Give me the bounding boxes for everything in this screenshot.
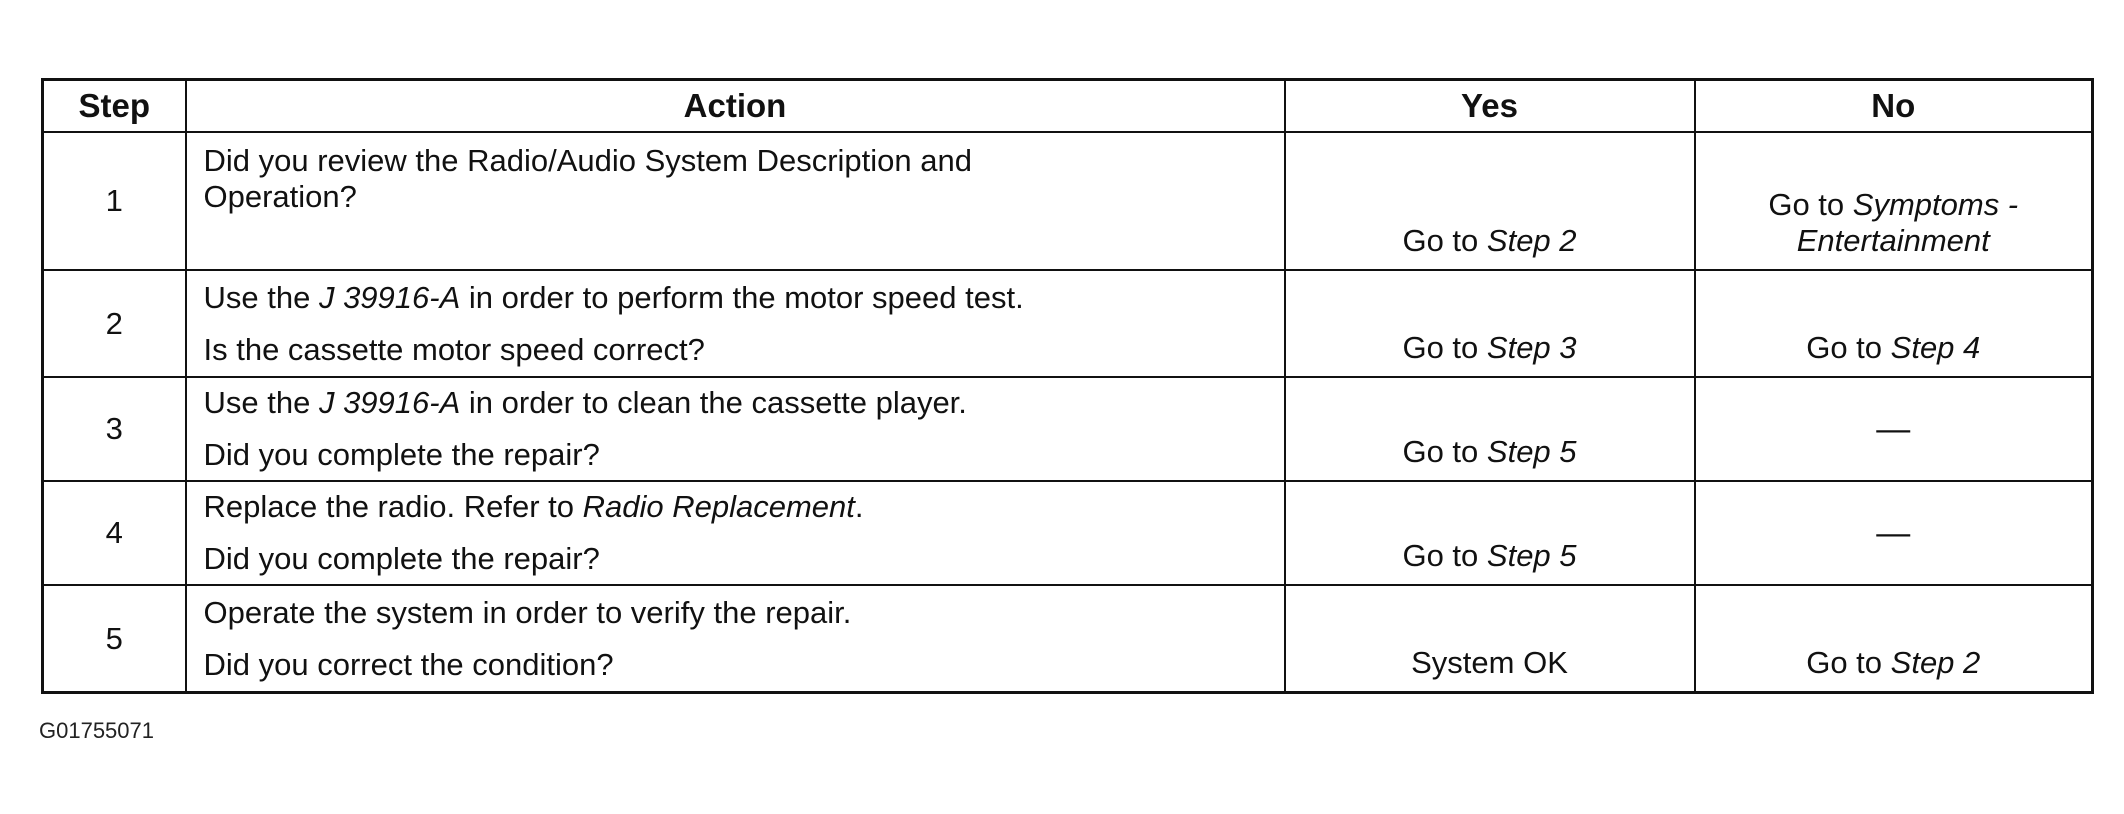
italic-reference: Entertainment [1796, 223, 1990, 259]
yes-result: System OK [1283, 584, 1696, 694]
text-run: Did you review the Radio/Audio System De… [203, 143, 973, 178]
header-no: No [1693, 78, 2094, 133]
text-run: Go to [1806, 645, 1891, 680]
text-run: Did you correct the condition? [203, 646, 614, 682]
text-run: Go to [1402, 223, 1487, 259]
no-result: — [1693, 376, 2094, 483]
no-line: Go to Symptoms - [1696, 187, 2092, 223]
text-run: Go to [1402, 434, 1487, 470]
text-run: Did you complete the repair? [203, 437, 600, 473]
table-row: 5 Operate the system in order to verify t… [41, 584, 2094, 694]
step-number: 5 [41, 584, 187, 694]
step-number: 3 [41, 376, 187, 483]
no-line: Go to Step 2 [1696, 645, 2092, 681]
no-line: Go to Step 4 [1696, 330, 2092, 366]
no-result: Go to Step 2 [1693, 584, 2094, 694]
action-cell: Replace the radio. Refer to Radio Replac… [184, 480, 1286, 587]
em-dash: — [1876, 513, 1911, 552]
text-run: Did you complete the repair? [203, 541, 600, 577]
header-row: Step Action Yes No [41, 78, 2094, 133]
italic-reference: Step 2 [1486, 223, 1577, 259]
text-run: System OK [1411, 645, 1568, 680]
action-line: Did you review the Radio/Audio System De… [204, 143, 1274, 179]
text-run: in order to clean the cassette player. [460, 385, 967, 421]
step-number: 1 [41, 130, 187, 272]
table-row: 1 Did you review the Radio/Audio System D… [41, 130, 2094, 272]
action-line: Did you correct the condition? [204, 647, 1274, 683]
header-action: Action [184, 78, 1286, 133]
yes-result: Go to Step 2 [1283, 130, 1696, 272]
figure-id: G01755071 [39, 718, 154, 743]
text-run: in order to perform the motor speed test… [460, 279, 1024, 315]
action-cell: Use the J 39916-A in order to clean the … [184, 376, 1286, 483]
action-cell: Operate the system in order to verify th… [184, 584, 1286, 694]
yes-result: Go to Step 3 [1283, 269, 1696, 379]
action-line: Did you complete the repair? [204, 541, 1274, 577]
action-cell: Did you review the Radio/Audio System De… [184, 130, 1286, 272]
table-row: 2 Use the J 39916-A in order to perform t… [41, 269, 2094, 379]
text-run: Operate the system in order to verify th… [203, 594, 852, 630]
action-line: Replace the radio. Refer to Radio Replac… [204, 489, 1274, 525]
action-line: Use the J 39916-A in order to perform th… [204, 280, 1274, 316]
em-dash: — [1876, 409, 1911, 448]
text-run: Use the [203, 279, 319, 315]
text-run: Operation? [203, 179, 357, 214]
no-line: Entertainment [1696, 223, 2092, 259]
italic-reference: Radio Replacement [582, 489, 855, 525]
table-row: 3 Use the J 39916-A in order to clean the… [41, 376, 2094, 483]
action-line: Is the cassette motor speed correct? [204, 332, 1274, 368]
diagnostic-table: Step Action Yes No 1 Did you review the R… [41, 78, 2094, 694]
action-line: Use the J 39916-A in order to clean the … [204, 385, 1274, 421]
action-line: Operate the system in order to verify th… [204, 595, 1274, 631]
italic-reference: Symptoms - [1852, 187, 2019, 223]
yes-result: Go to Step 5 [1283, 376, 1696, 483]
text-run: Go to [1402, 330, 1487, 366]
italic-reference: J 39916-A [318, 385, 461, 421]
text-run: Replace the radio. Refer to [203, 489, 583, 525]
text-run: . [854, 489, 864, 525]
no-result: — [1693, 480, 2094, 587]
text-run: Use the [203, 385, 319, 421]
italic-reference: Step 4 [1890, 330, 1981, 366]
action-line: Did you complete the repair? [204, 437, 1274, 473]
text-run: Is the cassette motor speed correct? [203, 331, 705, 367]
italic-reference: Step 5 [1486, 538, 1577, 574]
header-step: Step [41, 78, 187, 133]
italic-reference: Step 2 [1890, 645, 1981, 680]
table-row: 4 Replace the radio. Refer to Radio Repla… [41, 480, 2094, 587]
header-yes: Yes [1283, 78, 1696, 133]
action-line: Operation? [204, 179, 1274, 215]
text-run: Go to [1768, 187, 1853, 223]
step-number: 4 [41, 480, 187, 587]
step-number: 2 [41, 269, 187, 379]
table-body: 1 Did you review the Radio/Audio System D… [41, 130, 2094, 694]
no-result: Go to Step 4 [1693, 269, 2094, 379]
no-result: Go to Symptoms -Entertainment [1693, 130, 2094, 272]
italic-reference: Step 5 [1486, 434, 1577, 470]
text-run: Go to [1402, 538, 1487, 574]
text-run: Go to [1806, 330, 1891, 366]
italic-reference: J 39916-A [318, 279, 461, 315]
italic-reference: Step 3 [1486, 330, 1577, 366]
yes-result: Go to Step 5 [1283, 480, 1696, 587]
action-cell: Use the J 39916-A in order to perform th… [184, 269, 1286, 379]
